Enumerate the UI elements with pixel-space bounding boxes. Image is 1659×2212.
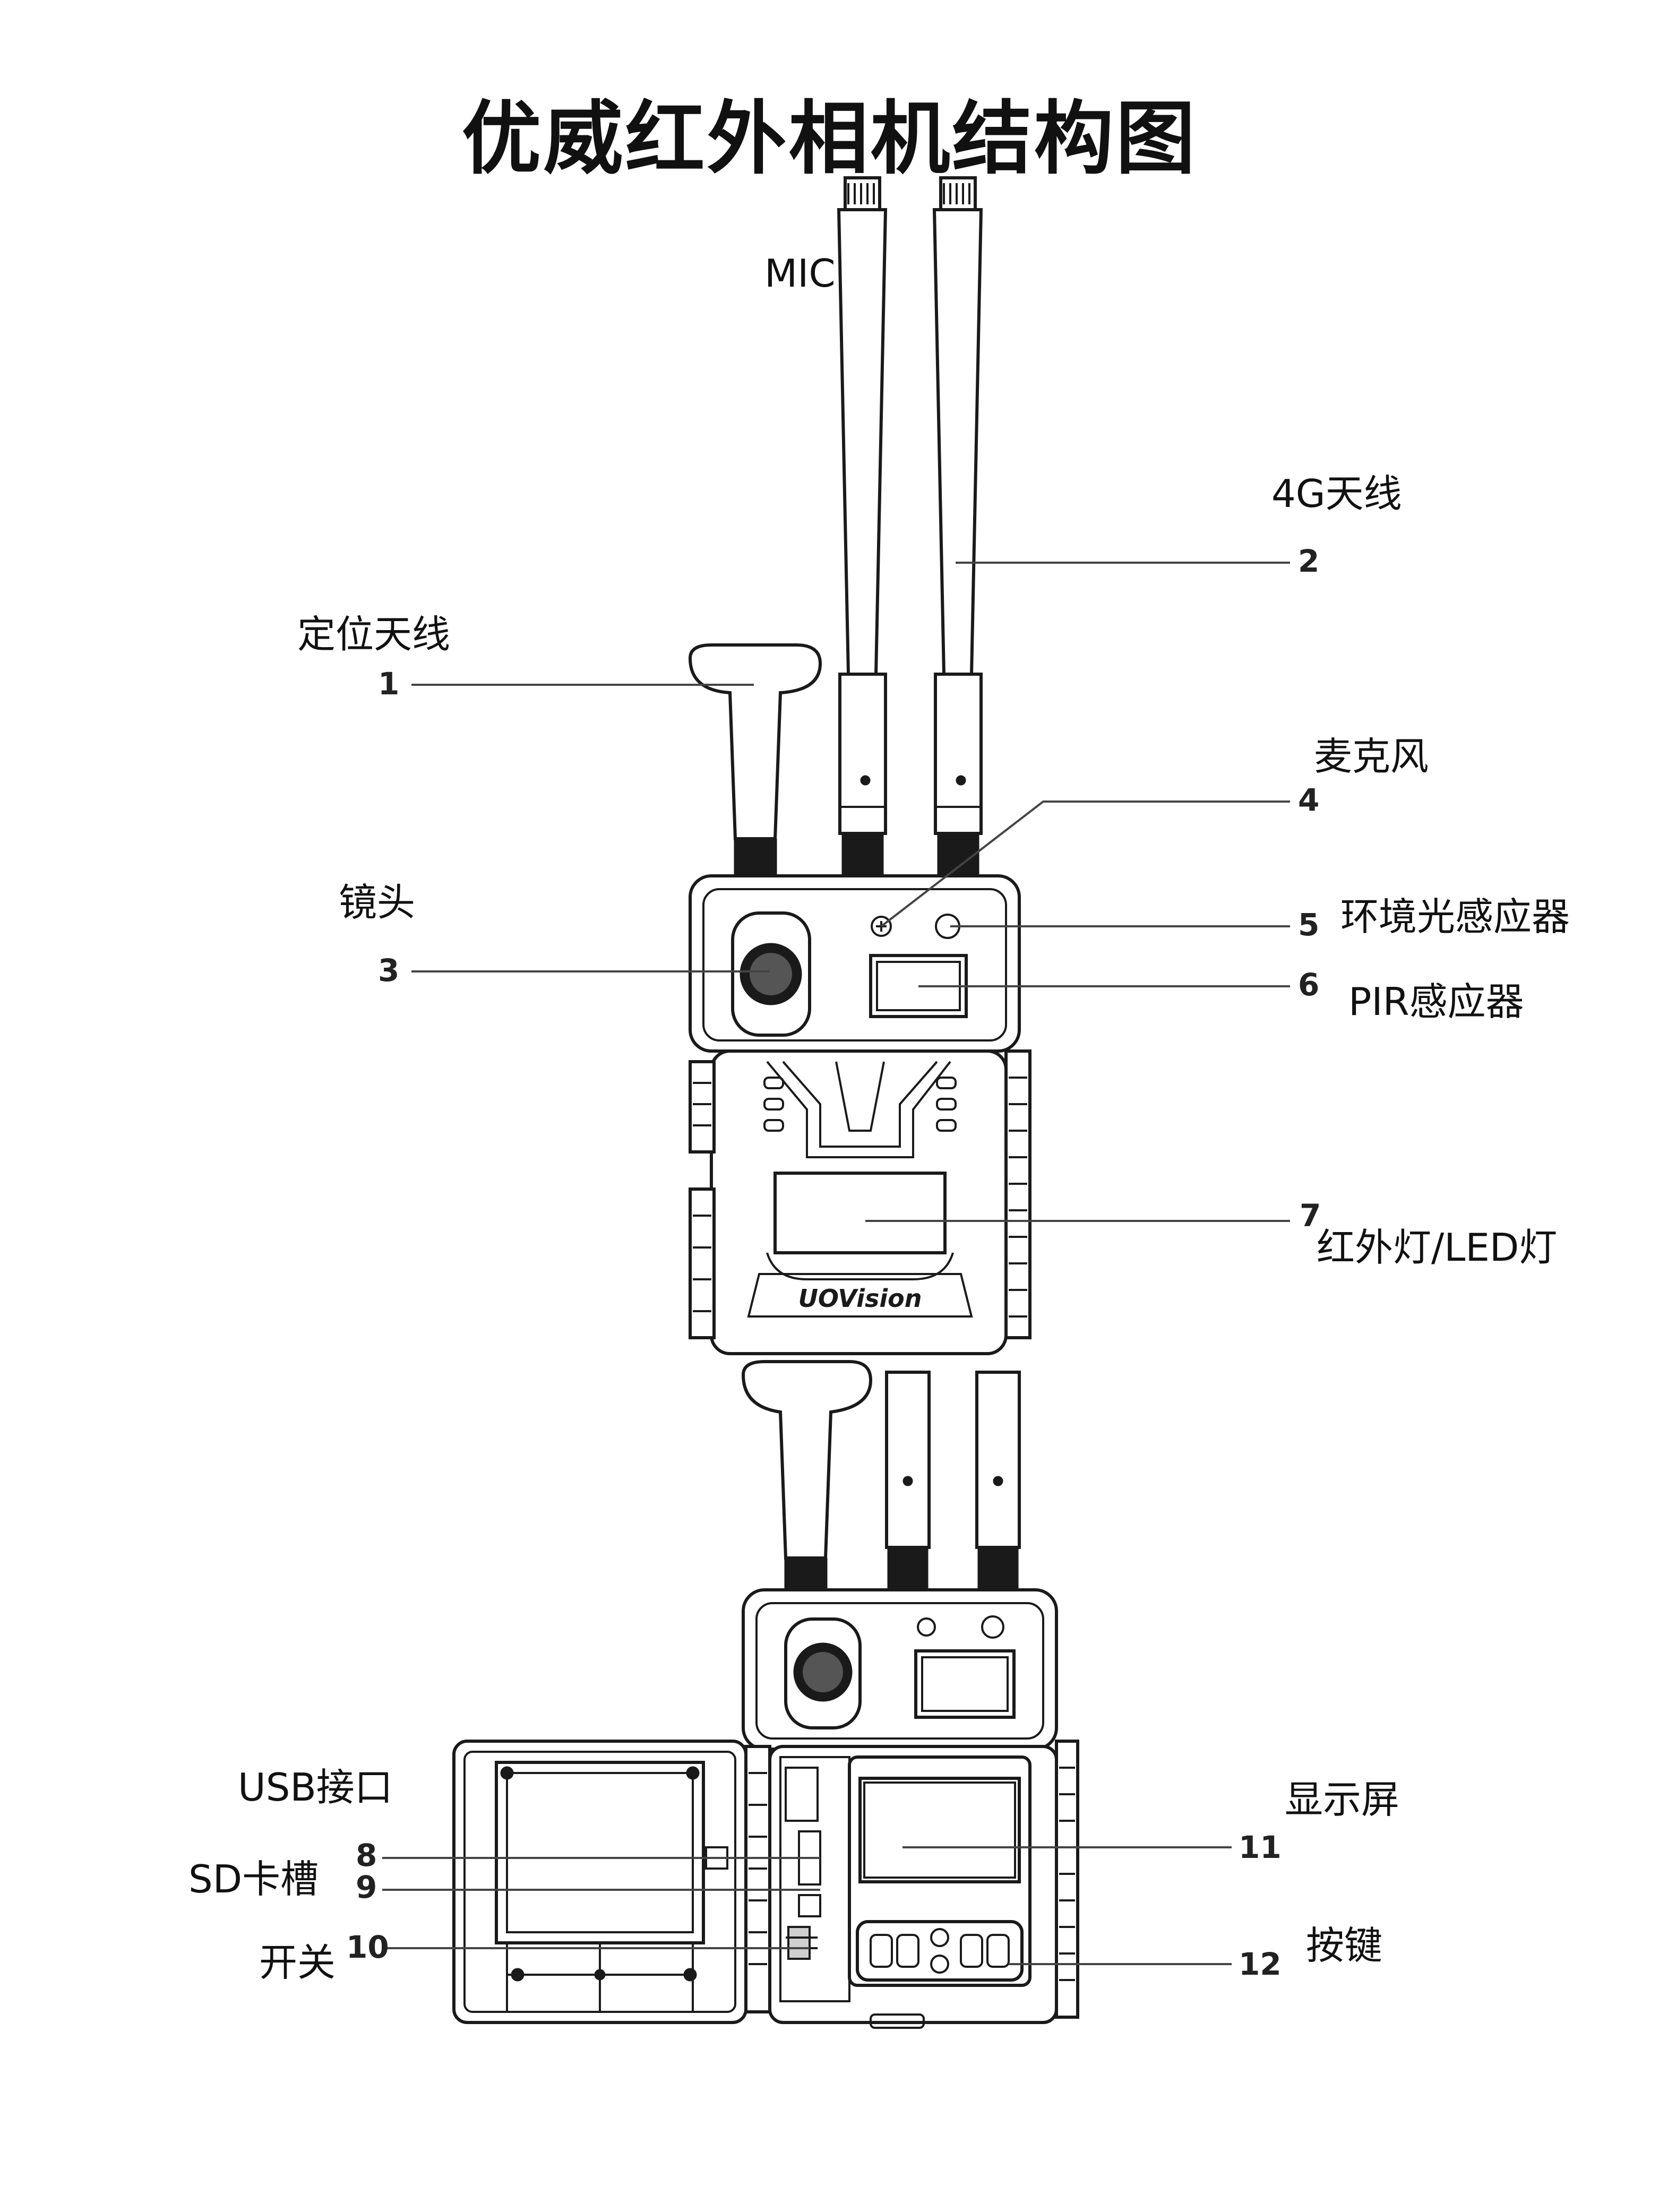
camera-open-view xyxy=(452,1360,1079,2029)
label-lens: 镜头 xyxy=(339,880,415,925)
leader-line-4 xyxy=(880,801,1290,927)
label-4g-antenna: 4G天线 xyxy=(1271,471,1402,516)
callout-number-1: 1 xyxy=(378,666,399,702)
leader-lines xyxy=(382,562,1290,1965)
label-power-switch: 开关 xyxy=(259,1940,336,1985)
callout-number-6: 6 xyxy=(1298,967,1319,1003)
antenna-4g-left xyxy=(837,176,888,876)
label-light-sensor: 环境光感应器 xyxy=(1340,894,1570,939)
label-mic: MIC xyxy=(764,251,836,296)
diagram-title: 优威红外相机结构图 xyxy=(461,93,1198,185)
label-microphone: 麦克风 xyxy=(1314,734,1429,779)
camera-front-view: UOVision xyxy=(688,176,1031,1355)
callout-number-4: 4 xyxy=(1298,782,1319,818)
label-usb-port: USB接口 xyxy=(238,1765,393,1810)
top-housing xyxy=(689,874,1021,1053)
callout-number-8: 8 xyxy=(356,1837,377,1873)
callout-number-7: 7 xyxy=(1300,1198,1321,1234)
callout-number-5: 5 xyxy=(1298,907,1319,943)
open-door xyxy=(452,1740,747,2024)
antenna-4g-right xyxy=(932,176,983,876)
label-sd-slot: SD卡槽 xyxy=(188,1857,319,1901)
callout-number-11: 11 xyxy=(1239,1829,1282,1865)
callout-labels: MIC 定位天线 1 4G天线 2 镜头 3 麦克风 4 5 环境光感应器 6 … xyxy=(188,251,1570,1985)
inner-body xyxy=(768,1740,1079,2029)
main-body: UOVision xyxy=(689,1049,1031,1355)
callout-number-9: 9 xyxy=(356,1869,377,1905)
label-display: 显示屏 xyxy=(1285,1777,1399,1822)
callout-number-2: 2 xyxy=(1298,543,1319,579)
label-gps-antenna: 定位天线 xyxy=(297,612,450,657)
callout-number-12: 12 xyxy=(1239,1946,1282,1982)
gps-antenna xyxy=(688,643,822,876)
label-buttons: 按键 xyxy=(1306,1923,1382,1968)
label-ir-led: 红外灯/LED灯 xyxy=(1317,1225,1557,1270)
label-pir-sensor: PIR感应器 xyxy=(1348,979,1524,1024)
callout-number-3: 3 xyxy=(378,952,399,988)
brand-logo: UOVision xyxy=(798,1284,922,1313)
callout-number-10: 10 xyxy=(346,1929,389,1965)
